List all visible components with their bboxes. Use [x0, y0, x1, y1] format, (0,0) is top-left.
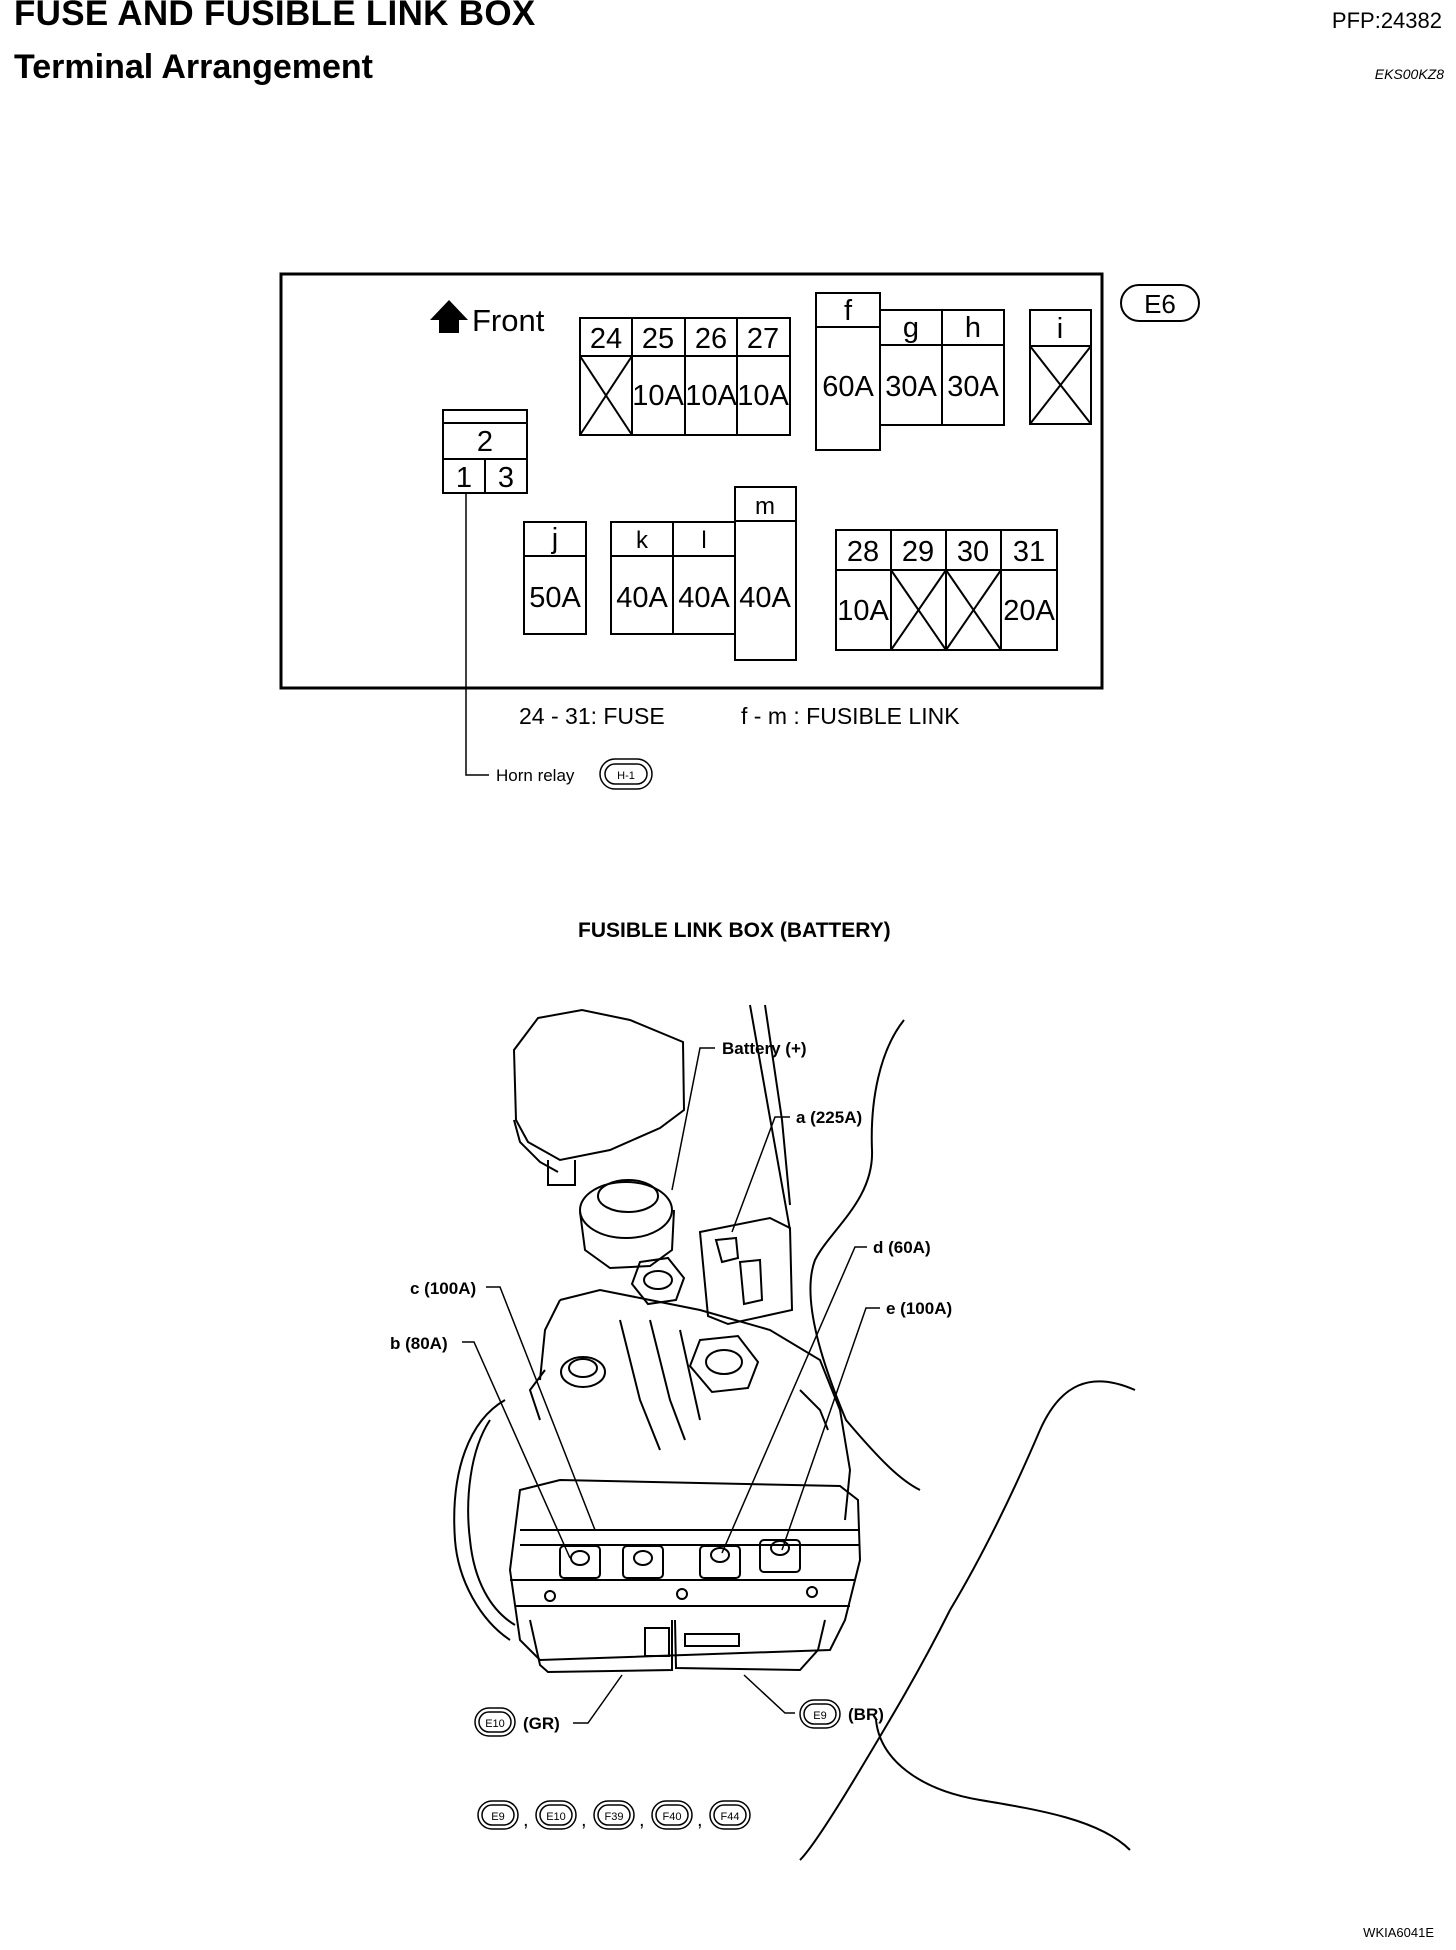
horn-relay-leader-line [465, 493, 489, 776]
fuse-25-rating: 10A [632, 380, 684, 412]
svg-text:F40: F40 [663, 1811, 682, 1823]
page-subtitle: Terminal Arrangement [14, 48, 373, 86]
footer-separator: , [639, 1809, 645, 1831]
fuse-27-number: 27 [747, 323, 779, 355]
footer-badge-f39[interactable]: F39 [593, 1800, 635, 1830]
link-g-rating: 30A [885, 371, 937, 403]
label-link-e: e (100A) [886, 1299, 952, 1318]
label-link-b: b (80A) [390, 1334, 448, 1353]
section-code: EKS00KZ8 [1374, 66, 1444, 82]
svg-text:E6: E6 [1144, 289, 1176, 319]
link-m-id: m [755, 493, 775, 520]
connector-badge-e6[interactable]: E6 [1120, 284, 1200, 322]
footer-badge-e10[interactable]: E10 [535, 1800, 577, 1830]
svg-text:E10: E10 [546, 1811, 566, 1823]
connector-e9-color: (BR) [848, 1705, 884, 1724]
front-arrow-icon [430, 300, 468, 333]
svg-text:H-1: H-1 [617, 770, 635, 782]
connector-badge-e10[interactable]: E10 [474, 1707, 516, 1737]
battery-box-leader-lines [462, 1047, 880, 1724]
battery-box-title: FUSIBLE LINK BOX (BATTERY) [578, 919, 891, 942]
link-i-id: i [1057, 313, 1063, 345]
link-l-id: l [701, 527, 706, 554]
connector-badge-h1[interactable]: H-1 [599, 758, 653, 790]
pfp-code: PFP:24382 [1331, 8, 1442, 33]
svg-text:F44: F44 [721, 1811, 740, 1823]
fuse-25-number: 25 [642, 323, 674, 355]
link-block-f-h [815, 292, 1005, 451]
fuse-27-rating: 10A [737, 380, 789, 412]
fuse-26-rating: 10A [685, 380, 737, 412]
svg-text:E9: E9 [491, 1811, 504, 1823]
relay-terminal-1: 1 [456, 462, 472, 494]
fuse-28-rating: 10A [837, 595, 889, 627]
legend-fuse: 24 - 31: FUSE [519, 703, 665, 729]
link-f-id: f [844, 295, 853, 327]
horn-relay-socket [442, 409, 528, 494]
label-link-d: d (60A) [873, 1238, 931, 1257]
link-k-rating: 40A [616, 582, 668, 614]
fuse-31-number: 31 [1013, 536, 1045, 568]
fuse-31-rating: 20A [1003, 595, 1055, 627]
link-f-rating: 60A [822, 371, 874, 403]
link-j-id: j [551, 523, 558, 555]
link-block-k-m [610, 486, 797, 661]
link-g-id: g [903, 312, 919, 344]
link-k-id: k [636, 527, 649, 554]
connector-e10-color: (GR) [523, 1714, 560, 1733]
svg-text:E10: E10 [485, 1718, 505, 1730]
figure-code: WKIA6041E [1363, 1925, 1434, 1940]
fuse-28-number: 28 [847, 536, 879, 568]
footer-separator: , [697, 1809, 703, 1831]
link-j-slot [523, 521, 587, 635]
footer-badge-f44[interactable]: F44 [709, 1800, 751, 1830]
svg-text:F39: F39 [605, 1811, 624, 1823]
link-j-rating: 50A [529, 582, 581, 614]
legend-fusible-link: f - m : FUSIBLE LINK [741, 703, 960, 729]
fuse-30-number: 30 [957, 536, 989, 568]
svg-text:E9: E9 [813, 1710, 826, 1722]
front-label: Front [472, 303, 545, 338]
page-title: FUSE AND FUSIBLE LINK BOX [14, 0, 536, 33]
link-m-rating: 40A [739, 582, 791, 614]
fuse-26-number: 26 [695, 323, 727, 355]
battery-fusible-link-box-illustration [453, 1004, 1136, 1861]
label-battery-positive: Battery (+) [722, 1039, 807, 1058]
horn-relay-label: Horn relay [496, 766, 575, 785]
link-h-rating: 30A [947, 371, 999, 403]
link-i-slot [1029, 309, 1092, 425]
connector-badge-e9[interactable]: E9 [799, 1699, 841, 1729]
fuse-box-outline [279, 272, 1104, 690]
footer-connector-list: E9 , E10 , F39 , F40 , F44 [477, 1800, 751, 1831]
footer-separator: , [523, 1809, 529, 1831]
footer-badge-e9[interactable]: E9 [477, 1800, 519, 1830]
fuse-block-24-27 [579, 317, 791, 436]
fuse-24-number: 24 [590, 323, 622, 355]
fuse-29-number: 29 [902, 536, 934, 568]
relay-terminal-2: 2 [477, 426, 493, 458]
footer-separator: , [581, 1809, 587, 1831]
link-h-id: h [965, 312, 981, 344]
label-link-a: a (225A) [796, 1108, 862, 1127]
link-l-rating: 40A [678, 582, 730, 614]
fuse-block-28-31 [835, 529, 1058, 651]
label-link-c: c (100A) [410, 1279, 476, 1298]
relay-terminal-3: 3 [498, 462, 514, 494]
footer-badge-f40[interactable]: F40 [651, 1800, 693, 1830]
